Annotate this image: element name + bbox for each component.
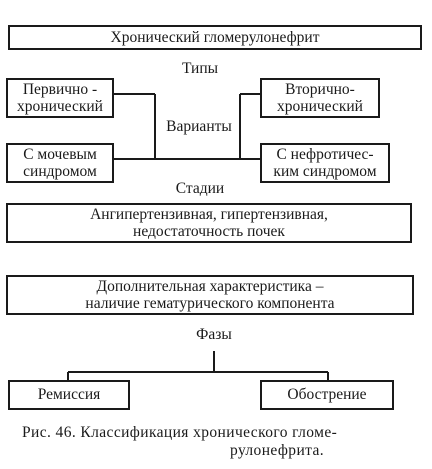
variant-nephrotic-line1: С нефротичес- bbox=[276, 145, 374, 163]
phase-exacerbation-label: Обострение bbox=[287, 386, 367, 404]
phase-remission-box: Ремиссия bbox=[8, 380, 130, 410]
phases-label: Фазы bbox=[196, 326, 232, 343]
type-primary-line1: Первично - bbox=[22, 80, 98, 98]
variant-urinary-line2: синдромом bbox=[23, 163, 97, 180]
type-secondary-line1: Вторично- bbox=[285, 80, 355, 98]
variant-urinary-line1: С мочевым bbox=[23, 145, 97, 163]
figure-caption: Рис. 46. Классификация хронического глом… bbox=[22, 424, 422, 460]
caption-line2: рулонефрита. bbox=[230, 441, 325, 459]
type-secondary-box: Вторично- хронический bbox=[260, 78, 380, 118]
root-title: Хронический гломерулонефрит bbox=[110, 28, 320, 46]
stages-label: Стадии bbox=[175, 180, 225, 197]
root-box: Хронический гломерулонефрит bbox=[8, 25, 422, 50]
variant-nephrotic-line2: ким синдромом bbox=[273, 163, 377, 180]
phase-exacerbation-box: Обострение bbox=[260, 380, 394, 410]
variant-urinary-box: С мочевым синдромом bbox=[6, 143, 114, 183]
phase-remission-label: Ремиссия bbox=[37, 386, 101, 404]
type-primary-box: Первично - хронический bbox=[6, 78, 114, 118]
types-label: Типы bbox=[181, 60, 219, 77]
type-primary-line2: хронический bbox=[17, 98, 103, 115]
stages-line2: недостаточность почек bbox=[133, 223, 285, 240]
additional-line1: Дополнительная характеристика – bbox=[96, 277, 324, 295]
variant-nephrotic-box: С нефротичес- ким синдромом bbox=[260, 143, 390, 183]
stages-line1: Ангипертензивная, гипертензивная, bbox=[90, 205, 328, 223]
additional-box: Дополнительная характеристика – наличие … bbox=[6, 275, 414, 315]
stages-box: Ангипертензивная, гипертензивная, недост… bbox=[6, 203, 412, 243]
caption-line1: Рис. 46. Классификация хронического глом… bbox=[22, 424, 338, 441]
type-secondary-line2: хронический bbox=[277, 98, 363, 115]
additional-line2: наличие гематурического компонента bbox=[85, 295, 335, 312]
variants-label: Варианты bbox=[166, 118, 232, 135]
